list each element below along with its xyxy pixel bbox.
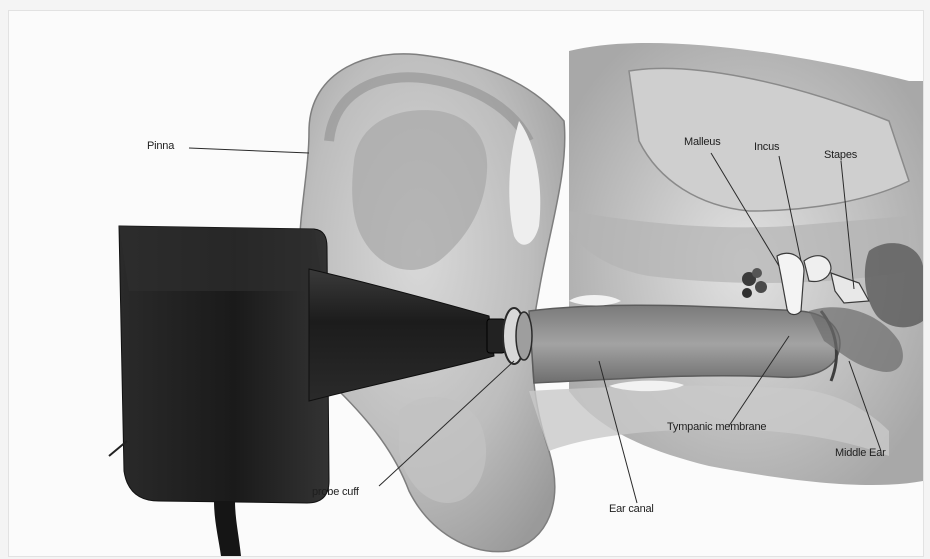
label-malleus: Malleus bbox=[684, 136, 721, 148]
ear-anatomy-illustration bbox=[9, 11, 923, 556]
label-incus: Incus bbox=[754, 141, 779, 153]
figure-frame: Pinna Malleus Incus Stapes Tympanic memb… bbox=[8, 10, 924, 557]
label-stapes: Stapes bbox=[824, 149, 857, 161]
probe-cable bbox=[214, 501, 241, 556]
label-middle-ear: Middle Ear bbox=[835, 447, 886, 459]
label-tympanic-membrane: Tympanic membrane bbox=[667, 421, 766, 433]
label-ear-canal: Ear canal bbox=[609, 503, 654, 515]
label-probe-cuff: probe cuff bbox=[312, 486, 359, 498]
ear-canal-shape bbox=[529, 305, 840, 383]
probe-box-top-face bbox=[119, 226, 324, 291]
label-pinna: Pinna bbox=[147, 140, 174, 152]
